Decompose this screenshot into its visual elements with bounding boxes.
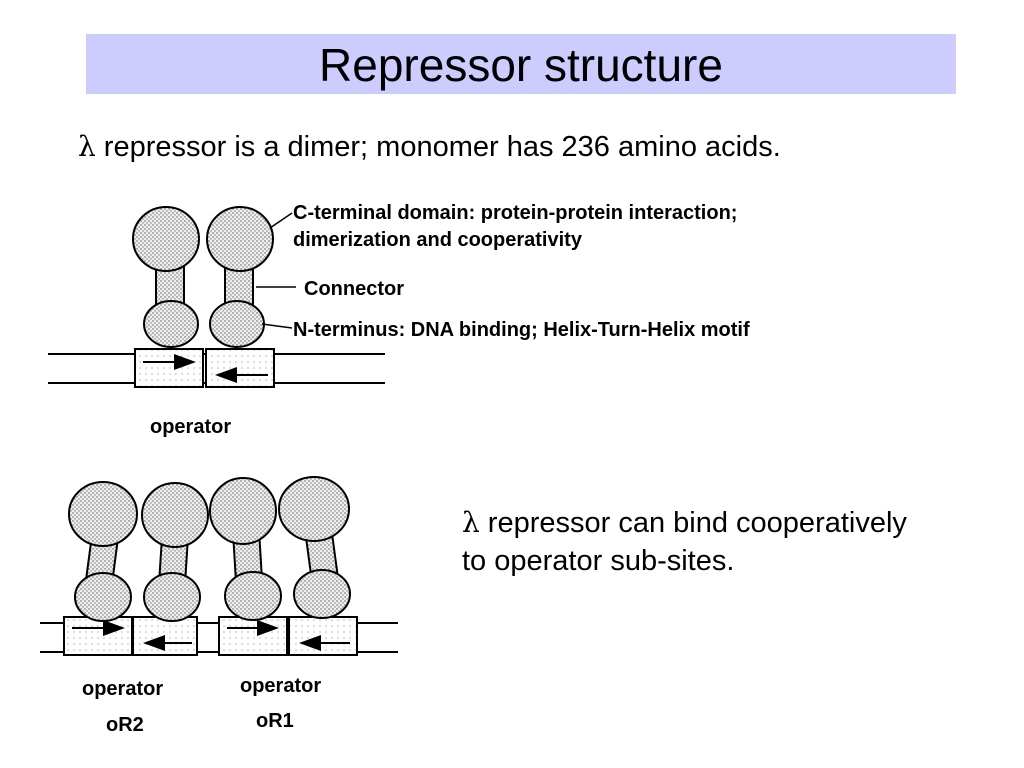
slide-title: Repressor structure [319, 39, 723, 91]
bottom-monomer-4 [278, 476, 351, 619]
operator-label-top: operator [150, 416, 231, 438]
n-terminus-label: N-terminus: DNA binding; Helix-Turn-Heli… [293, 319, 750, 341]
bottom-monomer-1 [68, 481, 138, 622]
operator-label-right: operator [240, 675, 321, 697]
arrow-right-icon [143, 354, 196, 370]
arrow-left-icon [143, 635, 192, 651]
c-terminal-label-line2: dimerization and cooperativity [293, 229, 583, 251]
bullet-dimer: λ repressor is a dimer; monomer has 236 … [78, 128, 781, 166]
arrow-right-icon [227, 620, 279, 636]
label-pointers [256, 212, 296, 329]
top-operator-box [134, 348, 275, 388]
operator-label-left: operator [82, 678, 163, 700]
lambda-symbol: λ [78, 130, 96, 163]
arrow-left-icon [215, 367, 268, 383]
bullet-cooperative-line2: to operator sub-sites. [462, 545, 735, 577]
title-bar: Repressor structure [86, 34, 956, 94]
top-monomer-right [206, 206, 274, 348]
arrow-left-icon [299, 635, 350, 651]
c-terminal-label-line1: C-terminal domain: protein-protein inter… [293, 202, 737, 224]
arrow-right-icon [72, 620, 125, 636]
bottom-monomer-3 [209, 477, 282, 621]
bottom-monomer-2 [141, 482, 209, 622]
site-label-or2: oR2 [106, 714, 144, 736]
site-label-or1: oR1 [256, 710, 294, 732]
top-monomer-left [132, 206, 200, 348]
bullet-cooperative-line1: λ repressor can bind cooperatively [462, 506, 907, 539]
bullet-cooperative: λ repressor can bind cooperatively to op… [462, 504, 1002, 580]
bullet-dimer-text: repressor is a dimer; monomer has 236 am… [95, 131, 781, 163]
connector-label: Connector [304, 278, 404, 300]
lambda-symbol: λ [462, 506, 480, 539]
